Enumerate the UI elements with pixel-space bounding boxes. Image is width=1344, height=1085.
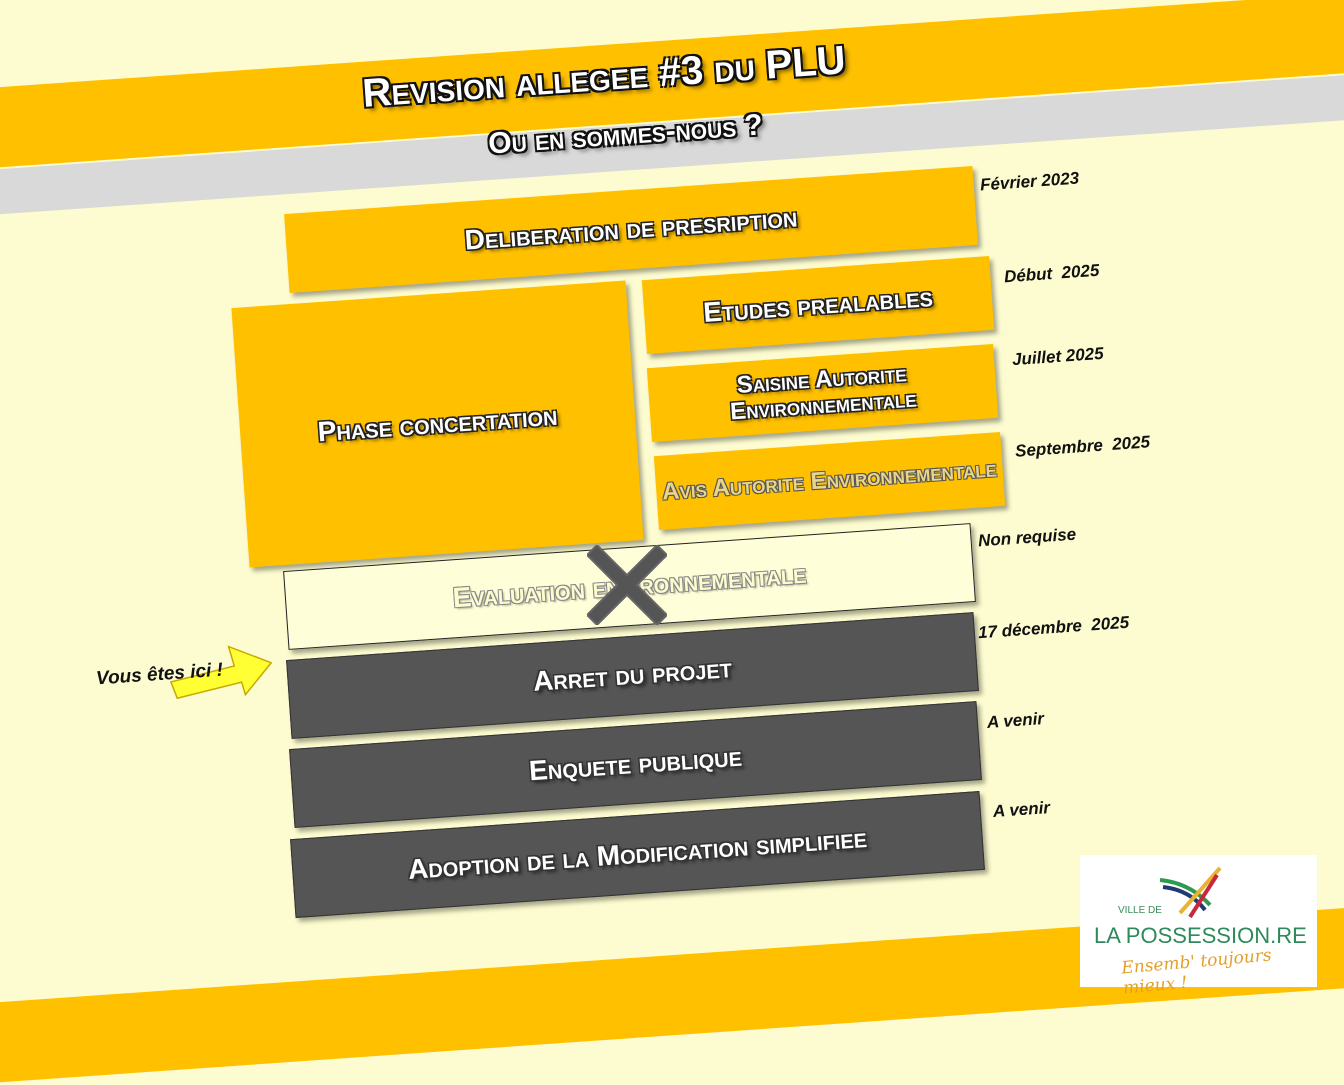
city-logo: VILLE DE LA POSSESSION.RE Ensemb' toujou… — [1080, 855, 1317, 998]
step-label: Avis Autorite Environnementale — [661, 455, 998, 506]
logo-prefix: VILLE DE — [1118, 905, 1162, 916]
date-deliberation: Février 2023 — [979, 168, 1080, 195]
step-etudes-prealables: Etudes prealables — [641, 255, 995, 355]
date-adoption: A venir — [992, 798, 1051, 821]
step-phase-concertation: Phase concertation — [231, 280, 644, 568]
logo-name: LA POSSESSION.RE — [1094, 923, 1307, 948]
step-label: Saisine Autorite Environnementale — [729, 359, 918, 426]
step-label: Etudes prealables — [702, 280, 934, 328]
date-avis: Septembre 2025 — [1014, 432, 1151, 461]
date-evaluation: Non requise — [977, 524, 1077, 551]
step-label: Enquete publique — [528, 740, 743, 787]
date-etudes: Début 2025 — [1003, 260, 1100, 287]
step-label: Deliberation de presription — [463, 201, 799, 256]
date-enquete: A venir — [986, 709, 1045, 732]
date-saisine: Juillet 2025 — [1011, 343, 1105, 370]
step-label: Phase concertation — [316, 399, 559, 447]
arrow-right-icon — [169, 645, 273, 700]
step-label: Adoption de la Modification simplifiee — [406, 822, 868, 886]
date-arret: 17 décembre 2025 — [977, 612, 1130, 643]
step-avis: Avis Autorite Environnementale — [653, 431, 1006, 531]
step-label: Arret du projet — [532, 652, 733, 698]
step-saisine: Saisine Autorite Environnementale — [646, 343, 999, 443]
cross-icon — [587, 545, 667, 625]
logo-emblem-icon — [1159, 866, 1222, 919]
